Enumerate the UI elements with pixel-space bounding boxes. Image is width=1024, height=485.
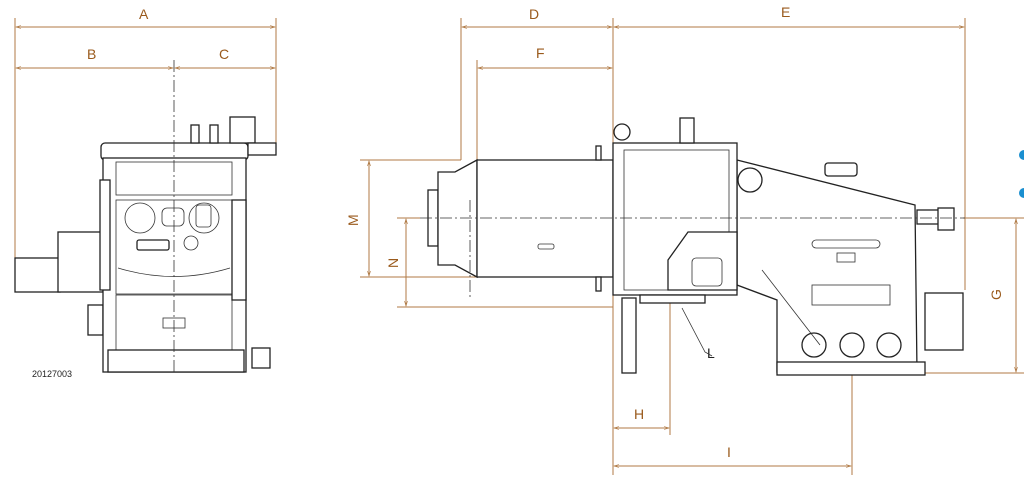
- leader-l: [681, 307, 713, 357]
- side-view: D E F M N G H I L: [345, 4, 1024, 475]
- label-e: E: [781, 4, 790, 20]
- dimension-lines-front: [14, 18, 277, 258]
- label-i: I: [727, 444, 731, 460]
- burner-side-body: [427, 117, 964, 376]
- side-box: [57, 231, 104, 293]
- label-l: L: [707, 345, 715, 361]
- label-c: C: [219, 46, 229, 62]
- base: [776, 361, 926, 376]
- label-b: B: [87, 46, 96, 62]
- label-h: H: [634, 406, 644, 422]
- label-a: A: [139, 6, 149, 22]
- marker-dot: [1019, 150, 1024, 160]
- label-n: N: [385, 258, 401, 268]
- motor: [14, 257, 61, 293]
- drawing-code: 20127003: [32, 369, 72, 379]
- support-leg: [621, 297, 637, 374]
- label-d: D: [529, 6, 539, 22]
- label-m: M: [345, 214, 361, 226]
- burner-front-body: [14, 116, 277, 373]
- label-g: G: [988, 289, 1004, 300]
- blast-tube: [476, 159, 614, 278]
- control-box: [924, 292, 964, 351]
- marker-dot: [1019, 188, 1024, 198]
- burner-head: [437, 158, 478, 279]
- front-view: A B C: [14, 6, 277, 379]
- label-f: F: [536, 45, 545, 61]
